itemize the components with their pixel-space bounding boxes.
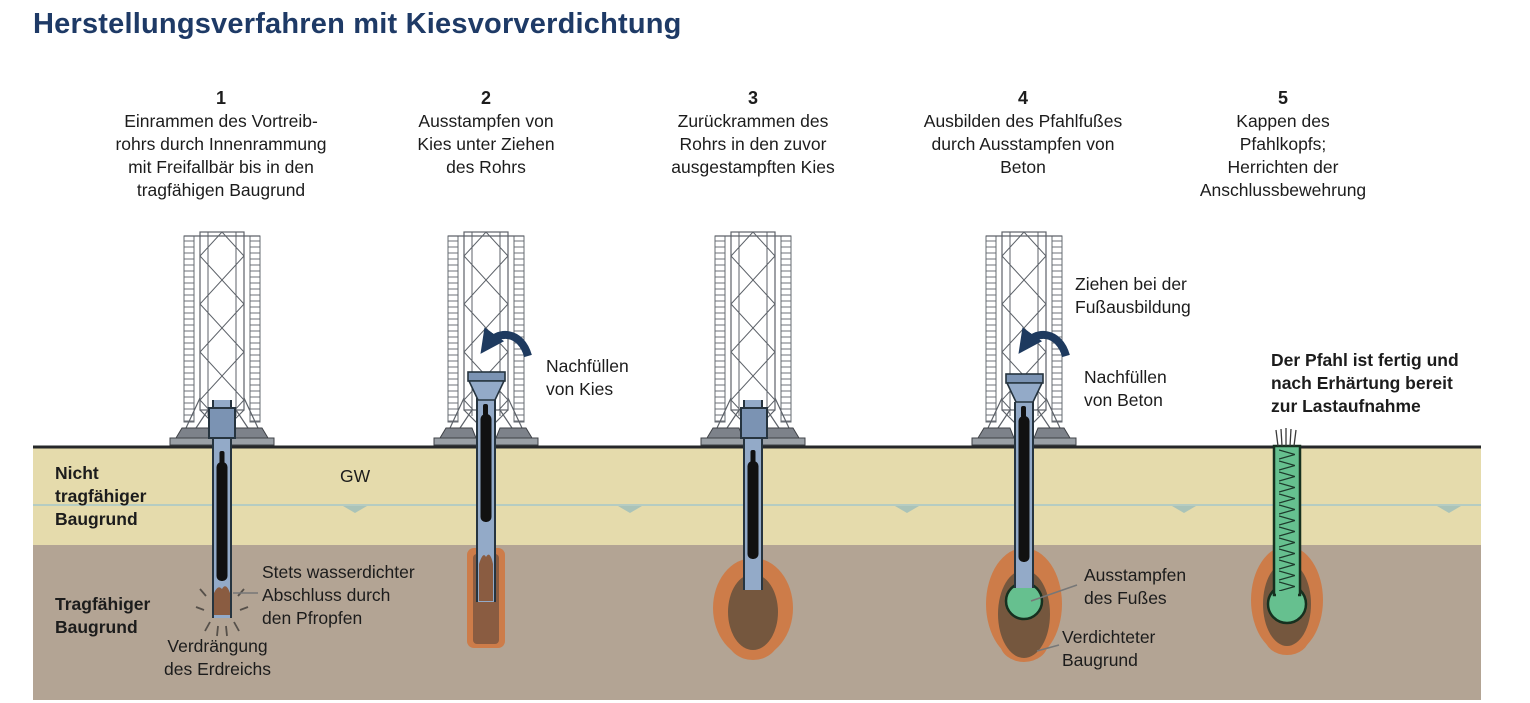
- tamp-foot-label: Ausstampfen des Fußes: [1084, 565, 1187, 608]
- pull-foot-label: Ziehen bei der Fußausbildung: [1075, 274, 1191, 317]
- compacted-leader-line: [1036, 644, 1060, 652]
- refill-arrow: [1018, 327, 1070, 358]
- reinforcement-spiral: [1279, 449, 1295, 591]
- step-number: 3: [747, 88, 758, 108]
- foot-leader-line: [1030, 584, 1078, 602]
- finished-pile-note: Der Pfahl ist fertig und nach Erhärtung …: [1271, 350, 1459, 416]
- step-header-4: 4 Ausbilden des Pfahlfußes durch Ausstam…: [898, 86, 1148, 179]
- step-description: Ausbilden des Pfahlfußes durch Ausstampf…: [923, 111, 1123, 177]
- refill-arrow: [480, 327, 532, 358]
- displacement-label: Verdrängung des Erdreichs: [164, 636, 271, 679]
- hammer-rod: [216, 462, 228, 581]
- soil-upper-label: Nicht tragfähiger Baugrund: [55, 463, 147, 529]
- rebar-connection-bars: [1275, 428, 1297, 447]
- step-number: 2: [480, 88, 491, 108]
- concrete-foot: [1004, 581, 1044, 621]
- hammer-rod: [480, 414, 492, 522]
- refill-concrete-label: Nachfüllen von Beton: [1084, 367, 1167, 410]
- hopper-funnel: [1005, 382, 1044, 403]
- pile-step-1: [195, 400, 258, 637]
- page-title: Herstellungsverfahren mit Kiesvorverdich…: [33, 8, 682, 40]
- pile-step-3: [713, 400, 793, 660]
- pile-step-2: [467, 327, 532, 648]
- drive-cap: [208, 407, 236, 439]
- hammer-rod-stub: [219, 451, 225, 464]
- gravel-in-tube: [479, 554, 493, 601]
- hopper-rim: [467, 371, 506, 382]
- hammer-rod: [1018, 416, 1030, 562]
- step-number: 1: [215, 88, 226, 108]
- compacted-ground-label: Verdichteter Baugrund: [1062, 627, 1156, 670]
- soil-lower-label: Tragfähiger Baugrund: [55, 594, 151, 637]
- step-header-1: 1 Einrammen des Vortreib- rohrs durch In…: [91, 86, 351, 202]
- watertight-plug: [214, 586, 230, 615]
- hopper-funnel: [467, 380, 506, 401]
- pile-step-5: [1251, 428, 1323, 655]
- hammer-rod-stub: [1021, 406, 1026, 418]
- pile-step-4: [986, 327, 1078, 662]
- plug-note-label: Stets wasserdichter Abschluss durch den …: [262, 562, 415, 628]
- step-description: Ausstampfen von Kies unter Ziehen des Ro…: [417, 111, 555, 177]
- groundwater-label: GW: [340, 466, 371, 486]
- hammer-rod: [747, 461, 759, 559]
- refill-gravel-label: Nachfüllen von Kies: [546, 356, 629, 399]
- hammer-rod-stub: [483, 404, 488, 416]
- step-number: 4: [1017, 88, 1028, 108]
- step-description: Kappen des Pfahlkopfs; Herrichten der An…: [1199, 111, 1367, 200]
- step-header-2: 2 Ausstampfen von Kies unter Ziehen des …: [381, 86, 591, 179]
- drive-cap: [740, 407, 768, 439]
- gravel-bulb: [728, 574, 778, 650]
- step-header-5: 5 Kappen des Pfahlkopfs; Herrichten der …: [1166, 86, 1400, 202]
- hammer-rod-stub: [750, 450, 756, 463]
- step-number: 5: [1277, 88, 1288, 108]
- hopper-rim: [1005, 373, 1044, 384]
- step-header-3: 3 Zurückrammen des Rohrs in den zuvor au…: [641, 86, 865, 179]
- step-description: Einrammen des Vortreib- rohrs durch Inne…: [115, 111, 327, 200]
- step-description: Zurückrammen des Rohrs in den zuvor ausg…: [671, 111, 835, 177]
